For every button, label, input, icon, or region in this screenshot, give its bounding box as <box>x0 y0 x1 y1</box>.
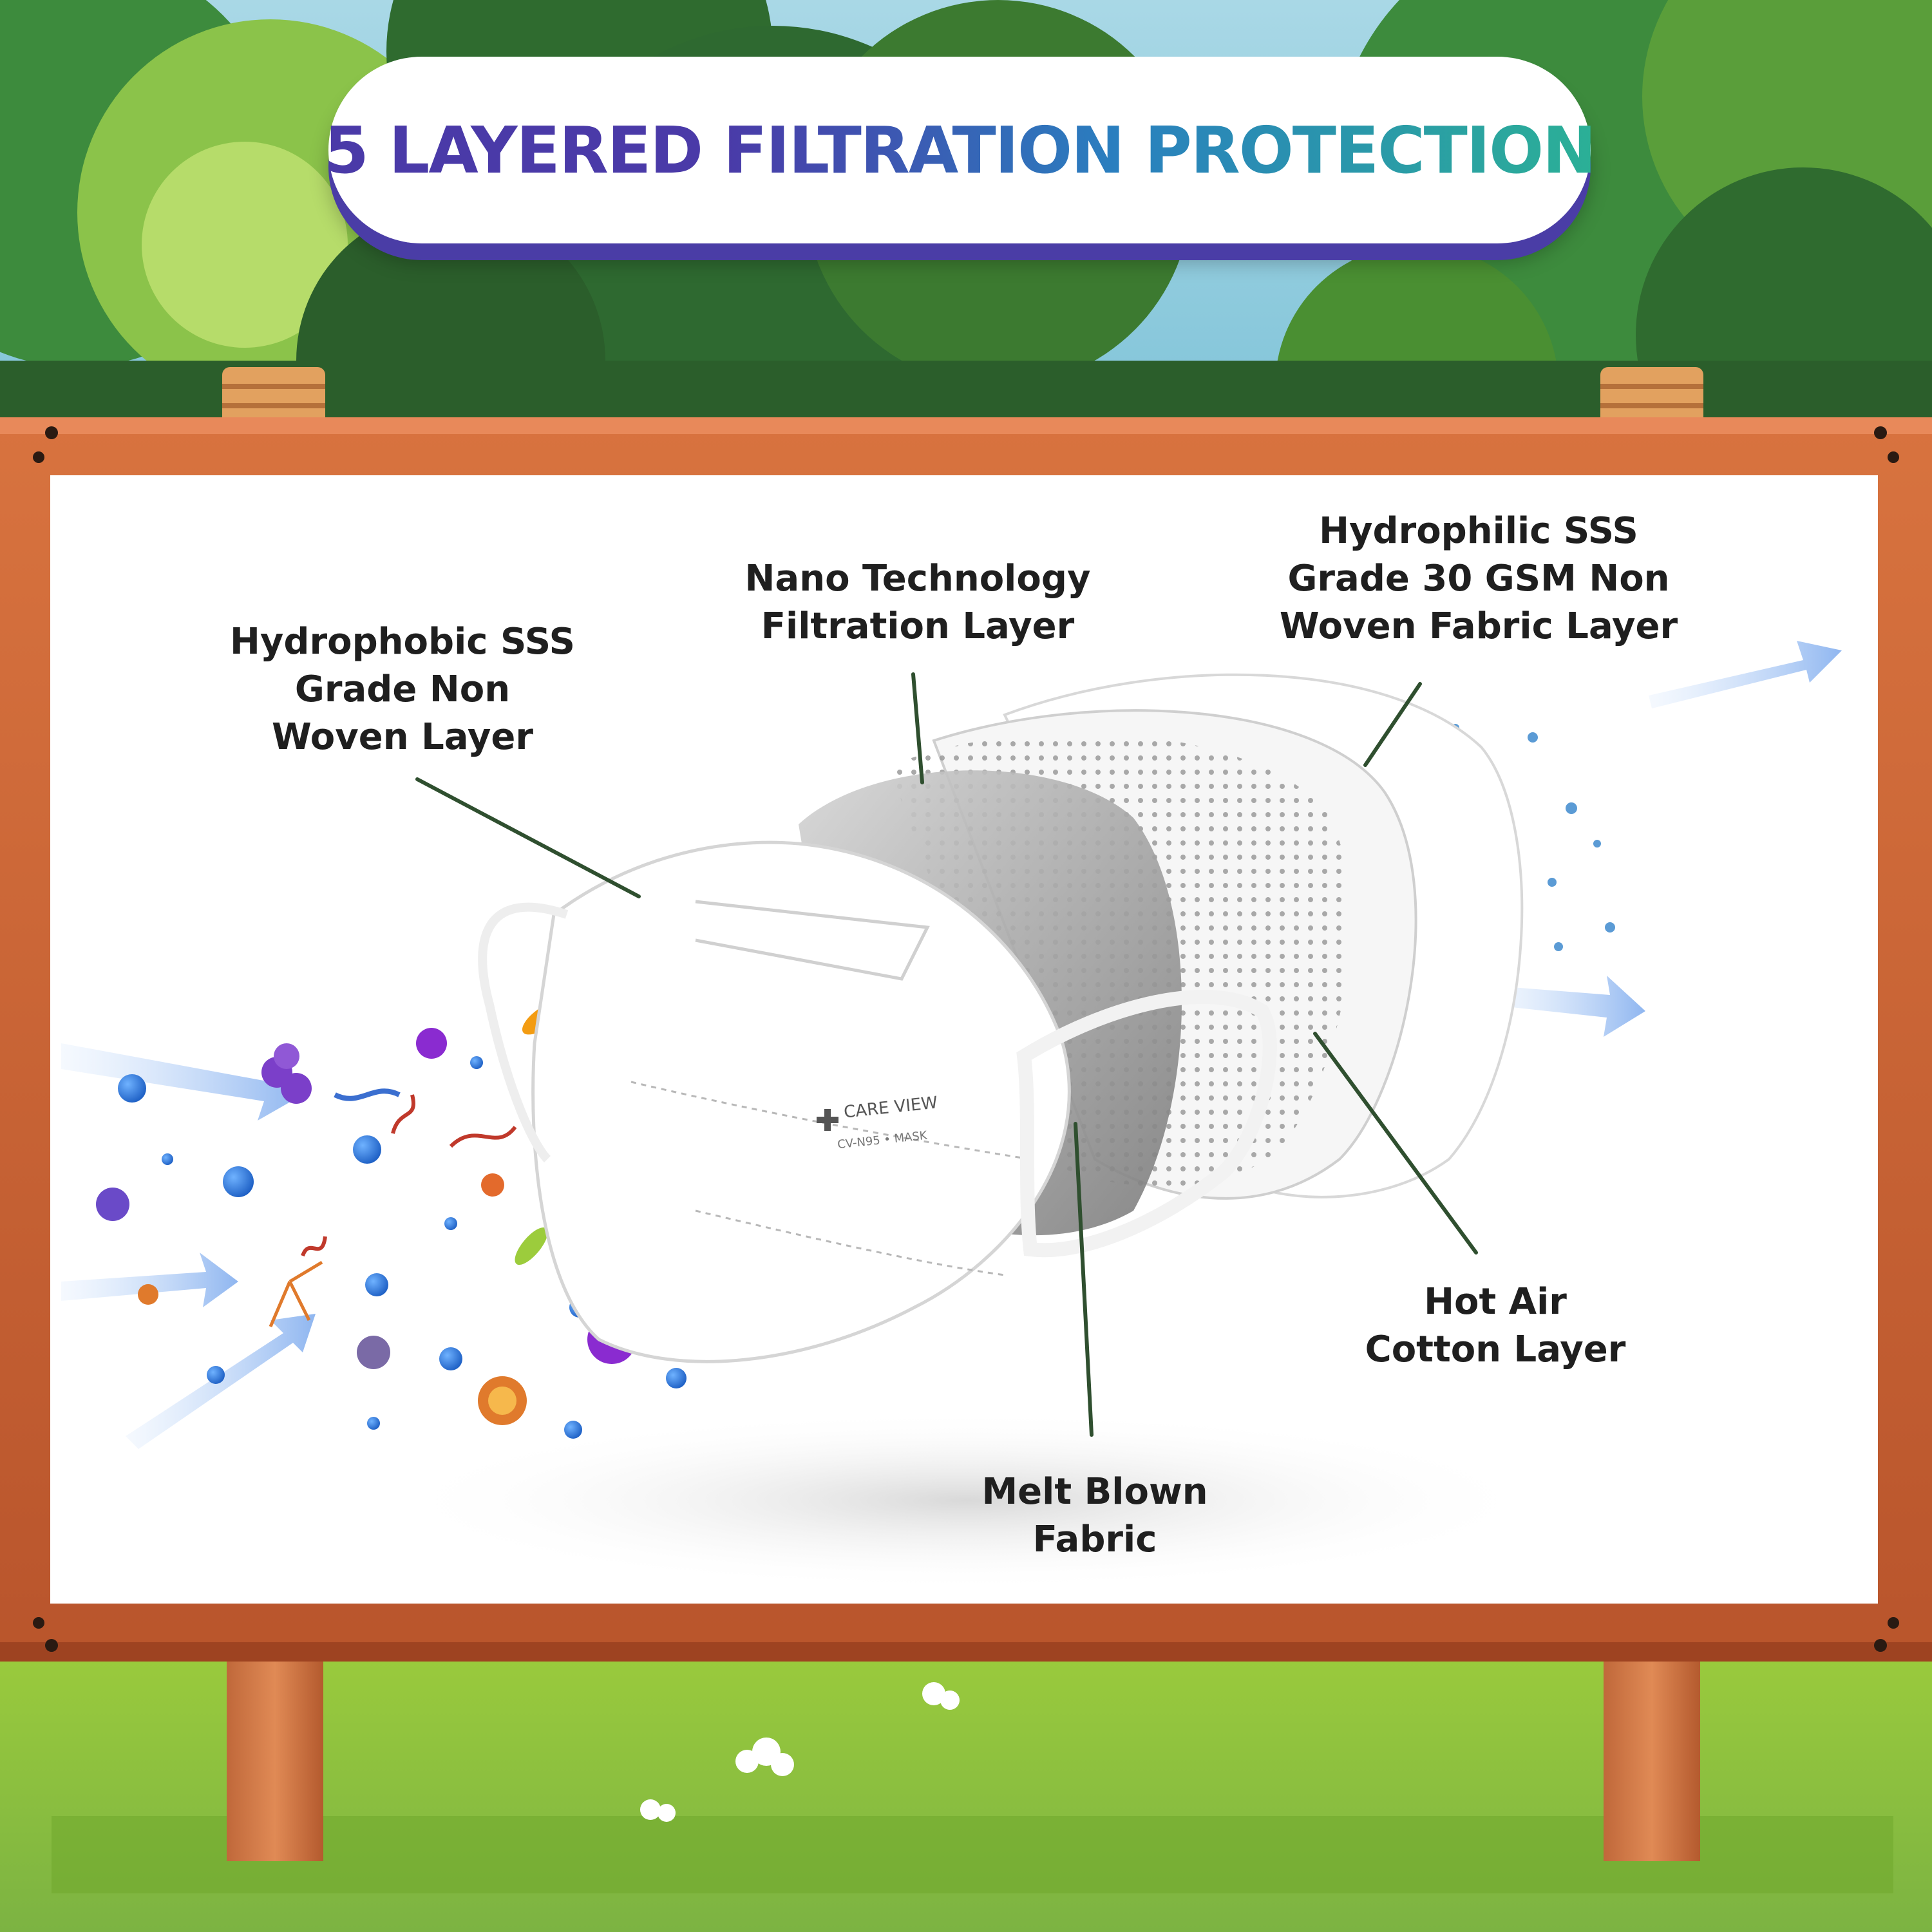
board-nails <box>33 426 1899 1652</box>
outgoing-air-arrows <box>1488 641 1842 1037</box>
label-hydrophilic-layer: Hydrophilic SSS Grade 30 GSM Non Woven F… <box>1280 507 1678 650</box>
title-part-2: FILTRATION PROTECTION <box>723 112 1596 188</box>
left-post-top <box>222 367 325 425</box>
leader-nano <box>911 672 924 784</box>
leader-lines <box>415 672 1478 1437</box>
label-nano-layer: Nano Technology Filtration Layer <box>745 555 1091 650</box>
right-post-top <box>1600 367 1703 425</box>
grass-flowers <box>640 1682 960 1822</box>
label-line: Hydrophobic SSS <box>230 621 575 663</box>
clean-air-dots <box>1452 724 1615 951</box>
ear-loop-left <box>478 902 569 1162</box>
label-line: Fabric <box>1032 1519 1157 1560</box>
label-line: Filtration Layer <box>761 605 1075 647</box>
leader-melt-blown <box>1074 1122 1094 1437</box>
leader-hydrophobic <box>415 777 641 898</box>
label-line: Woven Fabric Layer <box>1279 605 1678 647</box>
label-line: Melt Blown <box>981 1471 1208 1513</box>
label-line: Woven Layer <box>272 716 533 758</box>
page-title: 5 LAYERED FILTRATION PROTECTION <box>324 112 1596 188</box>
label-line: Grade Non <box>294 668 511 710</box>
label-hydrophobic-layer: Hydrophobic SSS Grade Non Woven Layer <box>230 618 575 761</box>
brand-cross-icon <box>817 1109 838 1131</box>
label-line: Hot Air <box>1424 1281 1567 1323</box>
label-line: Hydrophilic SSS <box>1319 510 1638 552</box>
label-line: Nano Technology <box>744 558 1091 600</box>
left-post <box>227 1649 323 1861</box>
leader-hot-air <box>1313 1032 1478 1255</box>
ear-loop-right <box>1016 990 1277 1258</box>
mask-illustration <box>478 673 1524 1363</box>
title-part-1: 5 LAYERED <box>324 112 723 188</box>
label-hot-air-layer: Hot Air Cotton Layer <box>1365 1278 1626 1374</box>
right-post <box>1604 1649 1700 1861</box>
label-line: Grade 30 GSM Non <box>1287 558 1670 600</box>
label-line: Cotton Layer <box>1365 1329 1626 1370</box>
leader-hydrophilic <box>1363 682 1422 767</box>
label-melt-blown-layer: Melt Blown Fabric <box>981 1468 1208 1564</box>
title-banner: 5 LAYERED FILTRATION PROTECTION <box>324 57 1596 243</box>
